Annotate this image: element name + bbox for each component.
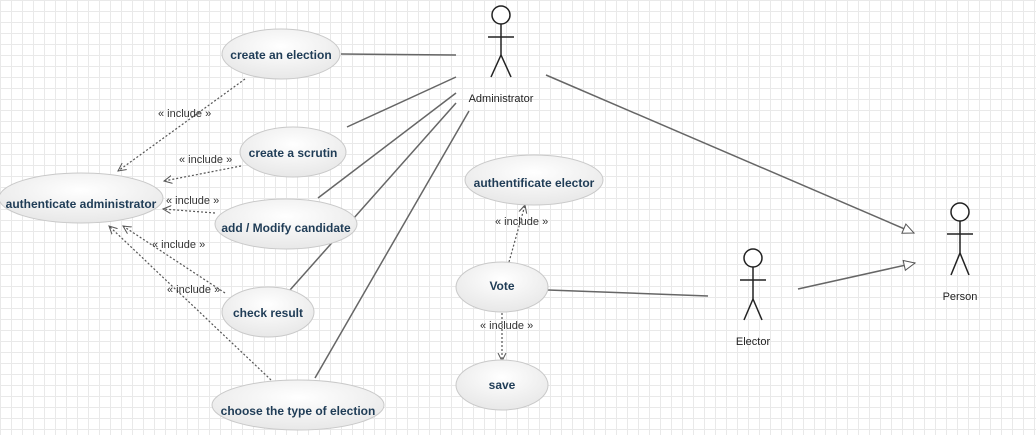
actor-head-icon [743,248,763,268]
use-case-choose-type-of-election[interactable]: choose the type of election [211,379,385,431]
use-case-label: check result [233,306,303,320]
assoc-admin-check-result [289,102,457,291]
assoc-admin-create-election [340,53,457,56]
use-case-label: create an election [230,48,331,62]
assoc-admin-choose-type [314,110,470,379]
include-choose-type-auth [109,226,272,381]
use-case-vote[interactable]: Vote [455,261,549,313]
include-check-result-auth [123,226,226,294]
include-label-3: « include » [166,195,219,207]
use-case-label: authenticate administrator [6,197,157,211]
include-labels: « include » « include » « include » « in… [152,108,548,332]
include-label-5: « include » [167,284,220,296]
use-case-save[interactable]: save [455,359,549,411]
use-case-label: Vote [489,279,514,293]
actor-label-elector: Elector [736,336,771,348]
include-create-scrutin-auth [164,165,242,181]
use-case-label: create a scrutin [249,146,338,160]
include-add-candidate-auth [163,209,216,213]
include-label-7: « include » [480,320,533,332]
assoc-admin-create-scrutin [346,76,457,128]
actor-elector[interactable] [740,248,766,321]
actor-label-person: Person [943,291,978,303]
use-case-add-modify-candidate[interactable]: add / Modify candidate [214,198,358,250]
assoc-admin-add-modify-candidate [317,92,457,199]
actor-administrator[interactable] [488,5,514,78]
use-case-label: save [489,378,516,392]
use-case-label: choose the type of election [221,404,376,418]
actor-head-icon [950,202,970,222]
include-label-4: « include » [152,239,205,251]
use-case-label: authentificate elector [474,176,595,190]
use-case-authenticate-administrator[interactable]: authenticate administrator [0,172,164,224]
include-label-6: « include » [495,216,548,228]
include-dependencies [109,78,525,381]
include-label-1: « include » [158,108,211,120]
include-vote-auth-elector [508,205,525,263]
associations-administrator [289,53,470,379]
generalization-admin-person [545,74,916,234]
include-label-2: « include » [179,154,232,166]
use-case-authenticate-elector[interactable]: authentificate elector [464,154,604,206]
assoc-elector-vote [547,289,709,297]
actor-person[interactable] [947,202,973,276]
use-case-create-election[interactable]: create an election [221,28,341,80]
use-case-create-scrutin[interactable]: create a scrutin [239,126,347,178]
use-case-label: add / Modify candidate [221,221,351,235]
generalization-elector-person [797,259,917,290]
actor-label-administrator: Administrator [469,93,534,105]
use-case-check-result[interactable]: check result [221,286,315,338]
actor-head-icon [491,5,511,25]
